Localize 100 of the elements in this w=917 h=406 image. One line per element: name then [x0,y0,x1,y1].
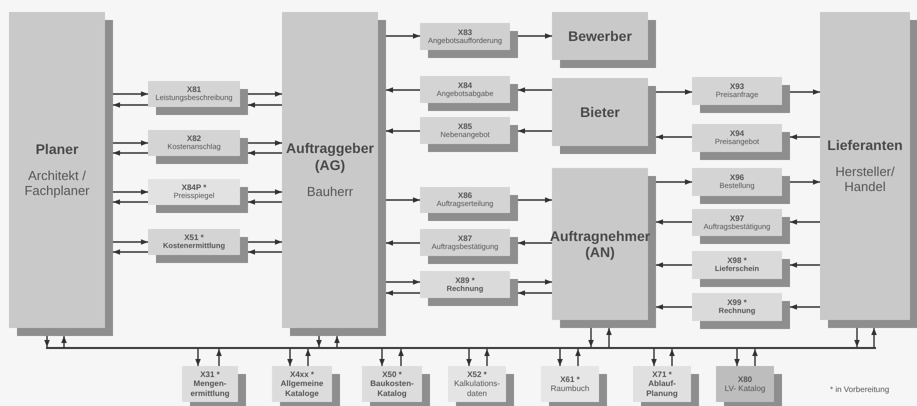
arrow [734,347,740,366]
document-box [692,124,782,152]
arrow [379,347,385,366]
node-title: Planer [36,141,78,158]
arrow [113,199,148,205]
arrow [656,219,692,225]
node-title: X52 * [467,370,487,380]
document-box [420,76,510,103]
node-title: X87 [458,234,472,243]
node-subtitle: Raumbuch [550,384,590,394]
node-title: X85 [458,122,472,131]
arrow [386,33,420,39]
node-title: X84P * [182,183,206,192]
document-box [448,366,506,402]
arrow [656,304,692,310]
arrow [871,328,877,349]
arrow [113,102,148,108]
node-subtitle: Ablauf- Planung [645,379,679,398]
arrow [248,150,282,156]
document-box [148,179,240,205]
document-box [148,130,240,156]
node-title: X31 * [200,370,220,380]
document-box [362,366,422,402]
arrow [287,347,293,366]
arrow [669,349,675,366]
node-title: X89 * [455,276,475,285]
footnote: * in Vorbereitung [830,385,890,394]
arrow [656,89,692,95]
node-title: Auftragnehmer (AN) [550,228,650,260]
arrow [216,349,222,366]
node-title: X84 [458,80,472,90]
document-box [420,187,510,213]
node-title: X71 * [652,370,672,380]
actor-box [552,12,648,60]
arrow [398,349,404,366]
document-box [182,366,238,402]
node-title: X51 * [184,233,204,242]
document-box [692,77,782,105]
document-box [420,117,510,144]
arrow [386,197,420,203]
node-title: Bewerber [568,28,632,44]
arrow [790,89,820,95]
node-title: X81 [186,85,202,94]
node-title: X86 [458,191,472,200]
arrow [790,304,820,310]
arrow [305,349,311,366]
arrow [248,140,282,146]
document-box [148,229,240,255]
document-box [272,366,332,402]
document-box [420,271,510,298]
arrow [651,347,657,366]
arrow [557,347,563,366]
actor-box [552,78,648,146]
arrow [518,197,552,203]
node-title: Auftraggeber (AG) [285,140,375,173]
actor-box [282,12,378,328]
node-title: X80 [738,374,752,384]
document-box [541,366,599,402]
arrow [484,349,490,366]
node-title: X96 [730,173,744,182]
node-title: X94 [730,129,744,138]
node-title: X83 [458,28,472,37]
arrow [518,279,552,285]
arrow [854,328,860,347]
node-subtitle: Architekt / Fachplaner [23,169,91,199]
arrow [656,134,692,140]
document-box [633,366,691,402]
actor-box [9,12,105,328]
arrow [248,249,282,255]
node-title: X61 * [560,374,580,384]
document-box [420,23,510,50]
node-title: X4xx * [290,370,314,380]
document-box [716,366,774,402]
arrow [790,134,820,140]
document-box [692,209,782,236]
arrow [466,347,472,366]
arrow [386,290,420,296]
node-title: Lieferanten [827,137,903,154]
node-title: X50 * [382,370,402,380]
arrow [790,179,820,185]
node-subtitle: Bauherr [306,184,354,200]
arrow [386,279,420,285]
arrow [248,239,282,245]
arrow [316,336,322,347]
document-box [420,229,510,256]
arrow [518,33,552,39]
document-box [692,168,782,196]
arrow [518,128,552,134]
arrow [386,240,420,246]
arrow [518,240,552,246]
node-subtitle: Hersteller/ Handel [834,165,896,195]
arrow [790,262,820,268]
node-title: X93 [730,82,744,92]
arrow [518,87,552,93]
actor-box [820,12,910,320]
arrow [656,179,692,185]
node-title: X98 * [727,256,747,266]
arrow [656,262,692,268]
arrow [113,249,148,255]
node-subtitle: Baukosten- Katalog [369,379,415,398]
